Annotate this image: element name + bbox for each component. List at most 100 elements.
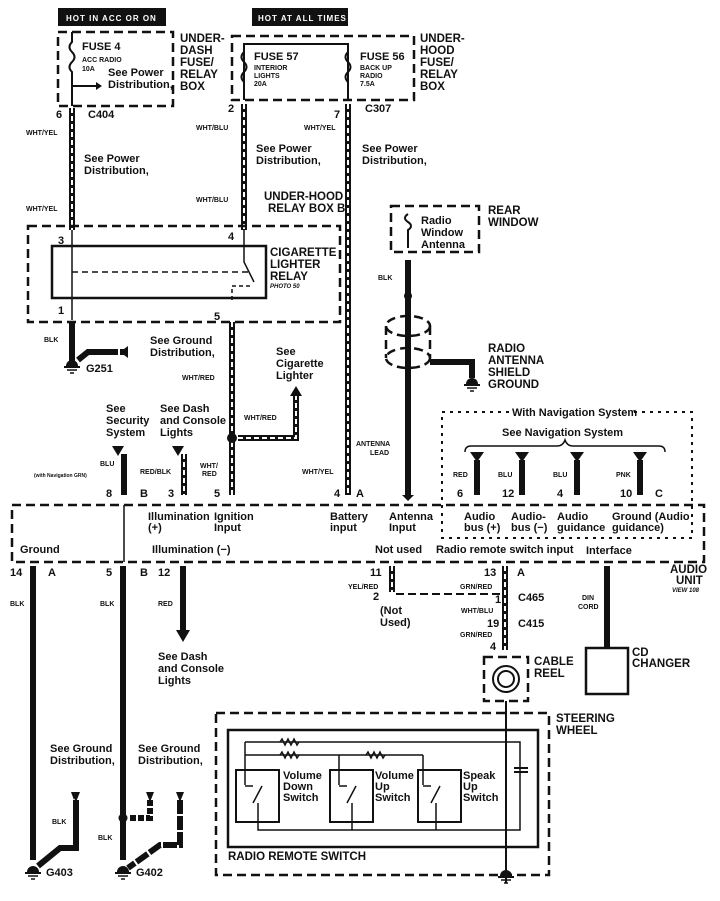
navigation-title: With Navigation System	[512, 407, 637, 419]
shield-ground-icon	[463, 377, 481, 392]
svg-text:ACC RADIO: ACC RADIO	[82, 57, 122, 64]
svg-text:1: 1	[495, 594, 501, 606]
navigation-box	[441, 411, 693, 539]
svg-text:Distribution,: Distribution,	[50, 755, 115, 767]
svg-text:FUSE/: FUSE/	[180, 57, 215, 69]
svg-text:Distribution,: Distribution,	[150, 347, 215, 359]
svg-text:A: A	[517, 567, 525, 579]
svg-text:BACK UP: BACK UP	[360, 65, 392, 72]
svg-text:CIGARETTE: CIGARETTE	[270, 247, 337, 259]
svg-text:See Ground: See Ground	[150, 335, 212, 347]
svg-text:CABLE: CABLE	[534, 656, 574, 668]
svg-text:12: 12	[158, 567, 170, 579]
svg-text:WHT/YEL: WHT/YEL	[302, 469, 334, 476]
svg-text:SHIELD: SHIELD	[488, 367, 530, 379]
svg-text:GRN/RED: GRN/RED	[460, 632, 492, 639]
ground-g402-label: G402	[136, 867, 163, 879]
volume-down-switch[interactable]: Volume Down Switch	[235, 769, 322, 823]
nav-wire-end-icon	[633, 452, 647, 462]
svg-text:WINDOW: WINDOW	[488, 217, 539, 229]
svg-text:Ground: Ground	[20, 544, 60, 556]
svg-text:input: input	[330, 522, 357, 534]
svg-text:RED: RED	[158, 601, 173, 608]
svg-text:Lights: Lights	[160, 427, 193, 439]
navigation-see: See Navigation System	[502, 427, 623, 439]
svg-text:Audio: Audio	[557, 511, 588, 523]
switch-circuit	[244, 737, 528, 831]
svg-text:Audio-: Audio-	[511, 511, 546, 523]
svg-text:CORD: CORD	[578, 604, 599, 611]
svg-text:BLK: BLK	[100, 601, 114, 608]
svg-text:and Console: and Console	[160, 415, 226, 427]
svg-text:BLU: BLU	[100, 461, 114, 468]
svg-text:REAR: REAR	[488, 205, 521, 217]
cd-changer[interactable]	[584, 646, 630, 696]
svg-text:(+): (+)	[148, 522, 162, 534]
hot-acc-label: HOT IN ACC OR ON	[66, 14, 157, 23]
svg-text:guidance: guidance	[557, 522, 605, 534]
svg-text:B: B	[140, 488, 148, 500]
nav-pin-number: 6	[457, 488, 463, 500]
fuse-57-label: FUSE 57	[254, 51, 299, 63]
svg-text:RELAY: RELAY	[270, 271, 308, 283]
svg-text:4: 4	[334, 488, 341, 500]
svg-text:(with Navigation GRN): (with Navigation GRN)	[34, 473, 87, 479]
svg-text:Window: Window	[421, 227, 463, 239]
svg-text:14: 14	[10, 567, 23, 579]
switch-contact-icon	[423, 785, 441, 804]
connector-c465: C465	[518, 592, 544, 604]
svg-text:DIN: DIN	[582, 595, 594, 602]
audio-bottom-pins: 14 A 5 B 12 11 13 A	[10, 567, 525, 579]
svg-text:YEL/RED: YEL/RED	[348, 584, 378, 591]
switch-contact-icon	[245, 785, 263, 804]
nav-wire-end-icon	[515, 452, 529, 462]
underhood-box-title: UNDER- HOOD FUSE/ RELAY BOX	[420, 33, 465, 93]
svg-text:STEERING: STEERING	[556, 713, 615, 725]
svg-text:BOX: BOX	[180, 81, 205, 93]
svg-text:2: 2	[228, 103, 234, 115]
svg-text:RELAY BOX B: RELAY BOX B	[268, 203, 345, 215]
svg-text:7: 7	[334, 109, 340, 121]
resistor-icon	[365, 750, 386, 760]
svg-text:20A: 20A	[254, 81, 267, 88]
svg-text:See Dash: See Dash	[158, 651, 208, 663]
hot-acc-tag	[58, 8, 166, 26]
svg-text:BLK: BLK	[44, 337, 58, 344]
svg-text:Illumination: Illumination	[148, 511, 210, 523]
radio-window-antenna-icon	[404, 213, 412, 248]
svg-text:WHT/YEL: WHT/YEL	[26, 206, 58, 213]
volume-up-switch[interactable]: Volume Up Switch	[329, 769, 414, 823]
svg-text:WHT/RED: WHT/RED	[244, 415, 277, 422]
svg-text:WHT/BLU: WHT/BLU	[196, 125, 228, 132]
relay-title: CIGARETTE LIGHTER RELAY PHOTO 50	[270, 247, 337, 290]
svg-text:Used): Used)	[380, 617, 411, 629]
svg-text:ANTENNA: ANTENNA	[356, 441, 390, 448]
svg-text:11: 11	[370, 567, 382, 579]
underdash-fuse-box	[56, 30, 175, 108]
svg-text:guidance): guidance)	[612, 522, 664, 534]
connector-c404: C404	[88, 109, 115, 121]
svg-text:Volume: Volume	[283, 770, 322, 782]
audio-top-pins: 8 B 3 5 4 A	[106, 488, 364, 500]
svg-text:5: 5	[214, 311, 220, 323]
svg-text:1: 1	[58, 305, 64, 317]
svg-text:3: 3	[58, 235, 64, 247]
circuit-line	[506, 741, 521, 831]
rear-window-box	[389, 204, 481, 254]
svg-text:bus (+): bus (+)	[464, 522, 501, 534]
speak-up-switch[interactable]: Speak Up Switch	[417, 769, 499, 823]
svg-text:Ground (Audio: Ground (Audio	[612, 511, 690, 523]
svg-text:Switch: Switch	[283, 792, 319, 804]
svg-text:Up: Up	[375, 781, 390, 793]
svg-text:B: B	[140, 567, 148, 579]
svg-text:Radio: Radio	[421, 215, 452, 227]
svg-text:RED/BLK: RED/BLK	[140, 469, 171, 476]
svg-text:Security: Security	[106, 415, 150, 427]
svg-text:UNDER-: UNDER-	[420, 33, 465, 45]
svg-text:Radio remote switch input: Radio remote switch input	[436, 544, 574, 556]
svg-text:FUSE/: FUSE/	[420, 57, 455, 69]
svg-text:GROUND: GROUND	[488, 379, 539, 391]
nav-wire-color: RED	[453, 472, 468, 479]
svg-text:UNDER-: UNDER-	[180, 33, 225, 45]
underdash-box-title: UNDER- DASH FUSE/ RELAY BOX	[180, 33, 225, 93]
